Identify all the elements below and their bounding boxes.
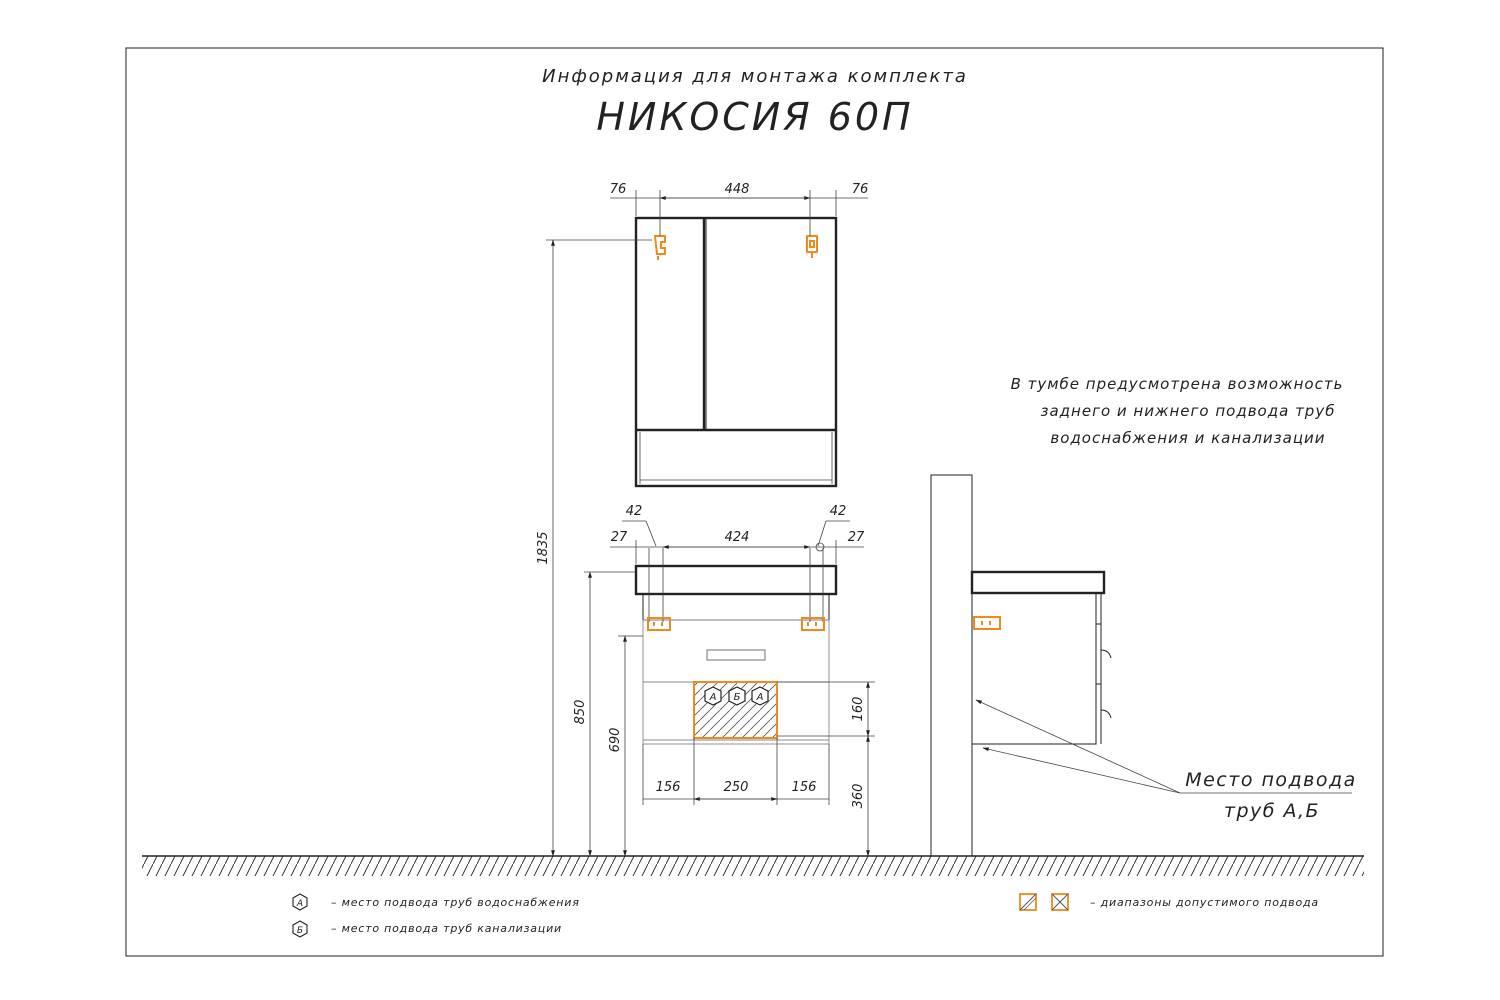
dim-zone-right: 156 xyxy=(792,780,817,795)
dim-counter-height: 850 xyxy=(573,700,588,725)
connection-zone: А Б А xyxy=(693,681,778,739)
dim-zone-width: 250 xyxy=(724,780,749,795)
callout-line-1: Место подвода xyxy=(1185,769,1357,791)
svg-text:Б: Б xyxy=(297,926,303,936)
legend-range-text: – диапазоны допустимого подвода xyxy=(1090,896,1319,909)
dim-total-height: 1835 xyxy=(536,531,551,564)
svg-text:А: А xyxy=(709,692,717,703)
dim-body-height: 690 xyxy=(608,728,623,753)
wall-section xyxy=(930,474,973,857)
zone-dimensions: 160 360 156 250 156 xyxy=(642,681,875,857)
legend: А – место подвода труб водоснабжения Б –… xyxy=(292,893,1319,938)
mirror-hanger-right xyxy=(806,235,818,258)
note-line-2: заднего и нижнего подвода труб xyxy=(1041,402,1336,420)
dim-mirror-width: 448 xyxy=(725,182,750,197)
legend-range-icons xyxy=(1019,893,1069,911)
note-line-3: водоснабжения и канализации xyxy=(1050,429,1325,447)
dim-zone-bottom: 360 xyxy=(851,784,866,809)
dim-zone-left: 156 xyxy=(656,780,681,795)
dim-edge-right: 27 xyxy=(848,530,865,545)
marker-b: Б xyxy=(728,686,746,706)
vanity-front xyxy=(634,548,838,745)
callout-line-2: труб А,Б xyxy=(1224,800,1320,822)
title-line-1: Информация для монтажа комплекта xyxy=(542,66,968,87)
drawing-frame xyxy=(125,47,1384,957)
mirror-cabinet xyxy=(634,216,838,488)
note-line-1: В тумбе предусмотрена возможность xyxy=(1011,375,1344,393)
pipe-callout: Место подвода труб А,Б xyxy=(975,699,1357,822)
vanity-bracket-left xyxy=(647,617,671,631)
mirror-dimensions: 76 448 76 xyxy=(610,182,869,236)
dim-vanity-span: 424 xyxy=(725,530,750,545)
svg-text:Б: Б xyxy=(734,692,741,703)
svg-text:А: А xyxy=(756,692,764,703)
title-line-2: НИКОСИЯ 60П xyxy=(596,95,913,139)
mirror-hanger-left xyxy=(653,235,666,260)
vanity-bracket-right xyxy=(801,617,825,631)
marker-a-left: А xyxy=(704,686,722,706)
svg-text:А: А xyxy=(296,899,303,909)
dim-offset-left: 42 xyxy=(626,504,643,519)
side-bracket xyxy=(973,616,1001,630)
dim-mirror-right: 76 xyxy=(852,182,869,197)
dim-edge-left: 27 xyxy=(611,530,628,545)
legend-marker-b: Б xyxy=(292,920,308,938)
vanity-top-dimensions: 42 42 27 424 27 xyxy=(610,504,865,564)
legend-b-text: – место подвода труб канализации xyxy=(331,922,562,935)
marker-a-right: А xyxy=(751,686,769,706)
note-block: В тумбе предусмотрена возможность заднег… xyxy=(1011,375,1344,447)
dim-offset-right: 42 xyxy=(830,504,847,519)
dim-mirror-left: 76 xyxy=(610,182,627,197)
vanity-side-view xyxy=(970,570,1112,745)
vertical-dimensions: 1835 850 690 xyxy=(536,239,652,857)
dim-zone-height: 160 xyxy=(851,697,866,722)
legend-a-text: – место подвода труб водоснабжения xyxy=(331,896,580,909)
floor xyxy=(142,855,1364,876)
legend-marker-a: А xyxy=(292,893,308,911)
